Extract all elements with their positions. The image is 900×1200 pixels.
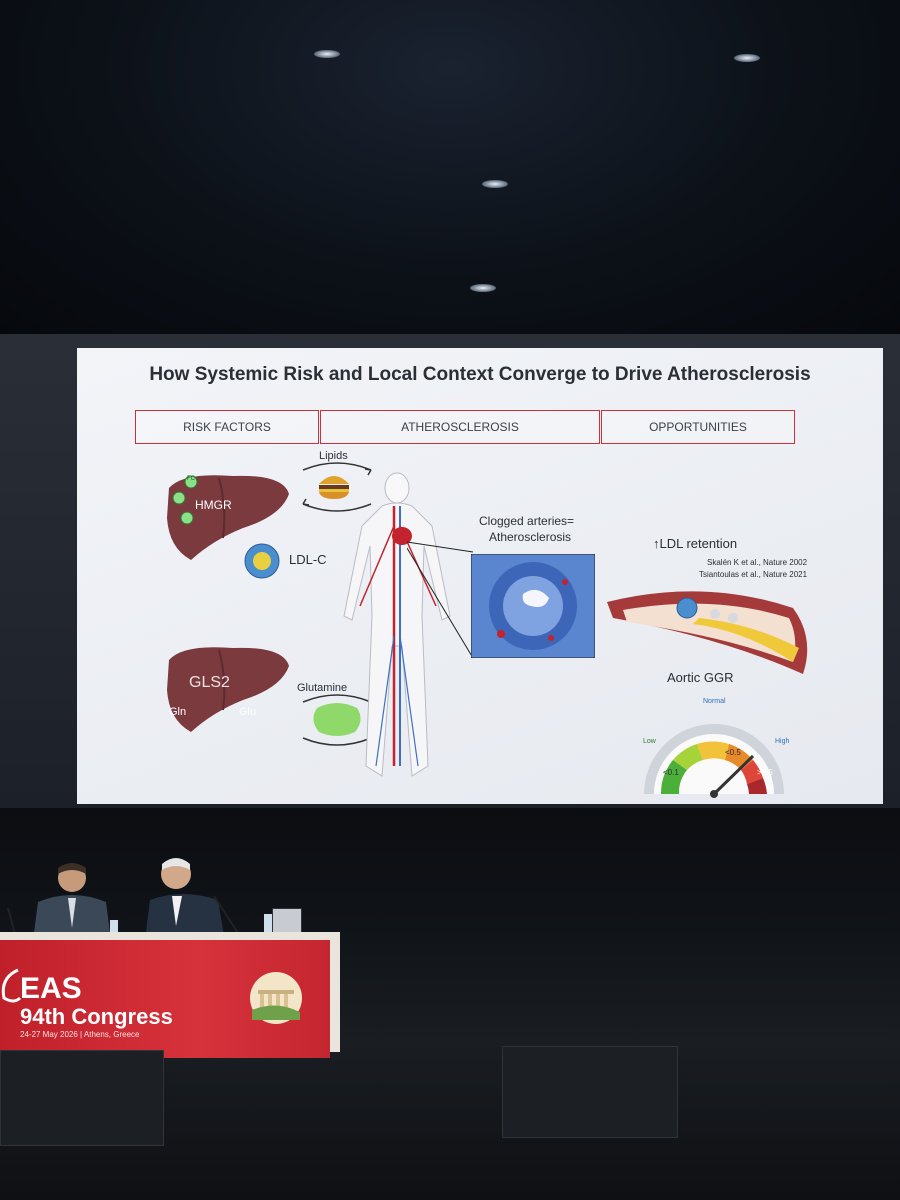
artery-longitudinal-image xyxy=(607,591,808,674)
ldl-retention-label: ↑LDL retention xyxy=(653,536,738,551)
citation-skalen: Skalén K et al., Nature 2002 xyxy=(707,558,808,567)
slide-title: How Systemic Risk and Local Context Conv… xyxy=(149,364,811,385)
ceiling-light xyxy=(314,50,340,58)
liver-top-illustration xyxy=(167,475,289,560)
water-bottle xyxy=(110,920,118,942)
gls2-label: GLS2 xyxy=(189,674,230,691)
gauge-value-mid: <0.5 xyxy=(725,748,741,757)
gauge-normal-label: Normal xyxy=(703,698,726,705)
gauge-title: Aortic GGR xyxy=(667,670,734,685)
banner-event: 94th Congress xyxy=(20,1004,173,1029)
projected-slide: How Systemic Risk and Local Context Conv… xyxy=(77,348,883,804)
clogged-arteries-label: Clogged arteries= xyxy=(479,514,575,528)
column-atherosclerosis: ATHEROSCLEROSIS xyxy=(320,410,600,444)
lipids-label: Lipids xyxy=(319,450,348,462)
ceiling-light xyxy=(470,284,496,292)
auditorium-ceiling xyxy=(0,0,900,340)
water-bottle xyxy=(264,914,272,936)
column-risk-factors: RISK FACTORS xyxy=(135,410,319,444)
banner-org: EAS xyxy=(20,972,82,1005)
hmgr-label: HMGR xyxy=(195,498,232,512)
gauge-value-high: >0.5 xyxy=(757,768,773,777)
burger-icon xyxy=(319,476,349,499)
human-vasculature-illustration xyxy=(343,472,451,777)
banner-dates: 24-27 May 2026 | Athens, Greece xyxy=(20,1030,140,1039)
zoom-lines xyxy=(407,541,474,659)
gln-label: Gln xyxy=(169,706,187,718)
glutamine-label: Glutamine xyxy=(297,682,348,694)
arrows-icon xyxy=(302,462,372,512)
glutamine-molecule-icon xyxy=(302,694,372,746)
eas-logo-icon xyxy=(1,968,22,1003)
gauge-low-label: Low xyxy=(643,738,656,745)
glu-label: Glu xyxy=(239,706,257,718)
ldl-particle-icon xyxy=(244,543,280,579)
liver-bottom-illustration xyxy=(167,647,289,732)
fc-badge: FC xyxy=(187,476,195,482)
artery-cross-section-image xyxy=(471,554,595,658)
acropolis-emblem-icon xyxy=(250,972,302,1024)
stage-monitor-left xyxy=(0,1050,164,1146)
gauge-value-low: <0.1 xyxy=(663,768,679,777)
gauge-high-label: High xyxy=(775,738,790,745)
citation-tsiantoulas: Tsiantoulas et al., Nature 2021 xyxy=(699,570,808,579)
ggr-gauge xyxy=(644,724,784,798)
stage-monitor-right xyxy=(502,1046,678,1138)
ceiling-light xyxy=(482,180,508,188)
laptop xyxy=(272,908,302,934)
column-opportunities: OPPORTUNITIES xyxy=(601,410,795,444)
ldl-c-label: LDL-C xyxy=(289,552,327,567)
ceiling-light xyxy=(734,54,760,62)
atherosclerosis-label: Atherosclerosis xyxy=(489,530,572,544)
